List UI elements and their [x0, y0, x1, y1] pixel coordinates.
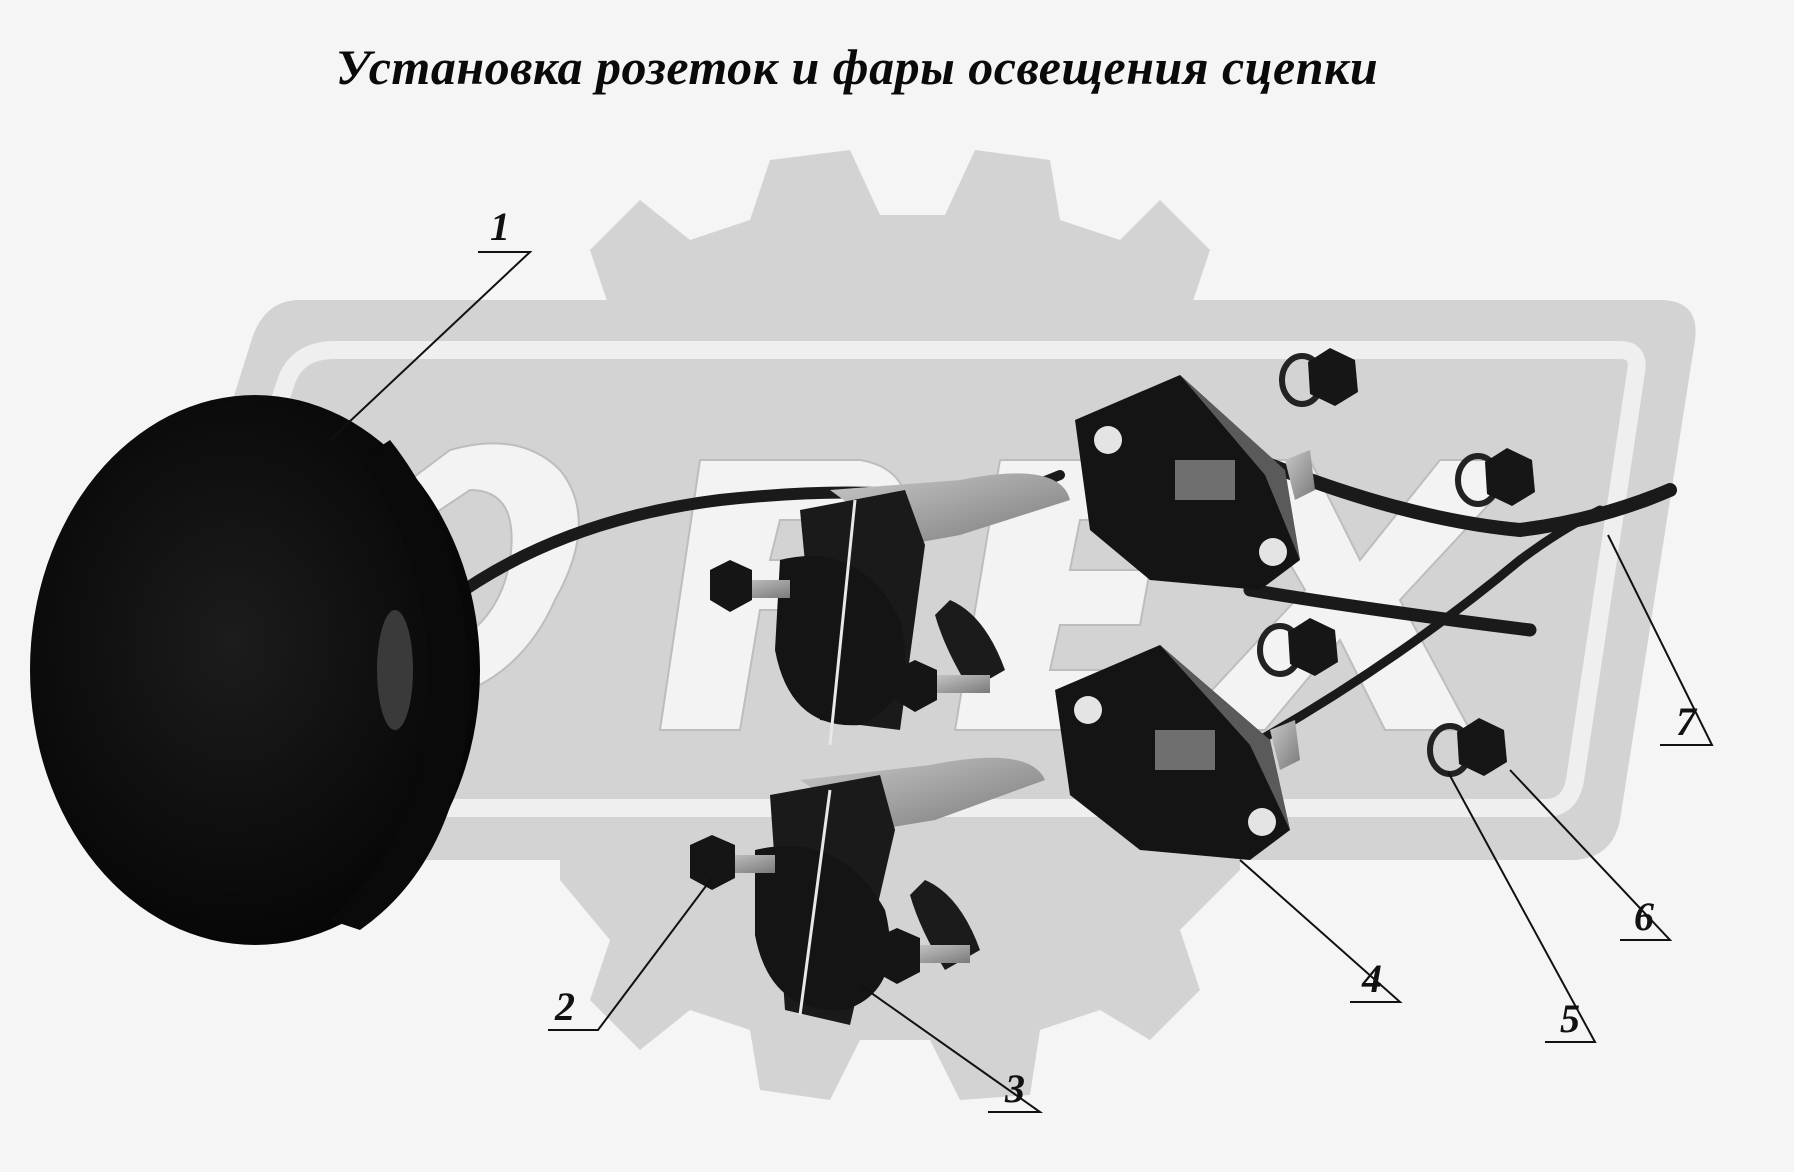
nut-1 — [1279, 348, 1358, 407]
callout-3: 3 — [1004, 1066, 1025, 1111]
callout-numbers: 1 2 3 4 5 6 7 — [490, 204, 1698, 1111]
callout-4: 4 — [1361, 956, 1382, 1001]
bracket-bolts — [690, 560, 990, 984]
bolt-lower-left — [690, 835, 775, 890]
cable-harness — [444, 458, 1677, 745]
bolt-upper-right — [895, 660, 990, 712]
nuts-and-washers — [1257, 348, 1535, 777]
socket-upper — [1075, 375, 1315, 590]
socket-mount-hole — [1094, 426, 1122, 454]
callout-7: 7 — [1676, 699, 1698, 744]
callout-1: 1 — [490, 204, 510, 249]
socket-mount-hole — [1248, 808, 1276, 836]
callout-2: 2 — [554, 984, 575, 1029]
headlamp — [30, 395, 480, 945]
socket-mount-hole — [1074, 696, 1102, 724]
callout-6: 6 — [1634, 894, 1654, 939]
diagram-title: Установка розеток и фары освещения сцепк… — [335, 39, 1379, 95]
socket-bracket-upper — [775, 473, 1070, 746]
leader-3 — [859, 984, 1044, 1113]
nut-3 — [1257, 618, 1338, 677]
bolt-upper-left — [710, 560, 790, 612]
socket-mount-hole — [1259, 538, 1287, 566]
socket-lower — [1055, 645, 1300, 860]
leader-2 — [548, 877, 713, 1031]
leader-7 — [1607, 534, 1714, 746]
callout-5: 5 — [1560, 996, 1580, 1041]
leader-5 — [1447, 771, 1597, 1043]
leader-6 — [1509, 769, 1673, 941]
lamp-mount-stud — [377, 610, 413, 730]
leader-lines — [329, 251, 1714, 1113]
nut-2 — [1455, 448, 1535, 507]
leader-1 — [329, 251, 533, 441]
leader-4 — [1239, 859, 1403, 1003]
bolt-lower-right — [875, 928, 970, 984]
